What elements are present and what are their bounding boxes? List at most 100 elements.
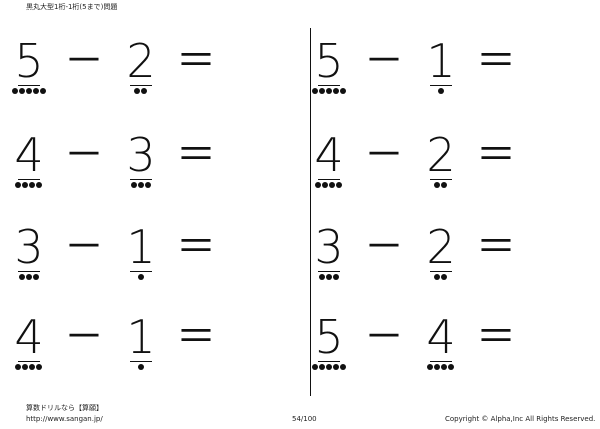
dot — [25, 274, 32, 280]
minus-sign: － — [364, 314, 404, 360]
dot — [339, 88, 346, 94]
equals-sign: ＝ — [176, 224, 216, 270]
dot — [434, 182, 440, 188]
equals-sign: ＝ — [176, 38, 216, 84]
dot — [322, 182, 328, 188]
dot — [32, 88, 39, 94]
problem-item: 3 － 1 ＝ — [12, 222, 242, 282]
copyright: Copyright © Alpha,Inc All Rights Reserve… — [445, 415, 596, 423]
dot — [15, 182, 21, 188]
dot — [311, 88, 318, 94]
minus-sign: － — [364, 132, 404, 178]
dot — [318, 274, 325, 280]
dot — [339, 364, 346, 370]
problem-item: 4 － 1 ＝ — [12, 312, 242, 372]
footer-url-link[interactable]: http://www.sangan.jp/ — [26, 415, 103, 423]
problem-item: 4 － 2 ＝ — [312, 130, 542, 190]
dot — [318, 88, 325, 94]
dot — [25, 88, 32, 94]
minus-sign: － — [364, 224, 404, 270]
column-divider — [310, 28, 311, 396]
dot — [15, 364, 21, 370]
minuend: 5 — [12, 36, 46, 86]
dot — [434, 364, 440, 370]
subtrahend: 2 — [424, 130, 458, 180]
dot — [332, 88, 339, 94]
minuend-dots — [311, 88, 346, 95]
minus-sign: － — [64, 38, 104, 84]
dot — [448, 364, 454, 370]
footer-site-name: 算数ドリルなら【算願】 — [26, 404, 103, 412]
dot — [427, 364, 433, 370]
dot — [325, 274, 332, 280]
minuend: 3 — [12, 222, 46, 272]
subtrahend: 1 — [124, 222, 158, 272]
dot — [434, 274, 440, 280]
dot — [329, 182, 335, 188]
minus-sign: － — [364, 38, 404, 84]
problem-item: 5 － 2 ＝ — [11, 36, 242, 96]
subtrahend-dots — [437, 88, 444, 95]
dot — [130, 182, 137, 188]
equals-sign: ＝ — [476, 132, 516, 178]
subtrahend-dots — [134, 88, 147, 95]
dot — [332, 274, 339, 280]
equals-sign: ＝ — [476, 224, 516, 270]
dot — [29, 182, 35, 188]
dot — [29, 364, 35, 370]
subtrahend-dots — [434, 274, 447, 281]
subtrahend-dots — [130, 182, 151, 189]
dot — [437, 88, 444, 94]
dot — [32, 274, 39, 280]
problem-item: 5－1＝ — [311, 36, 542, 96]
footer-site: 算数ドリルなら【算願】 http://www.sangan.jp/ — [26, 403, 103, 425]
minuend-dots — [15, 182, 42, 189]
dot — [36, 182, 42, 188]
problem-item: 5 － 4 ＝ — [311, 312, 542, 372]
minuend: 5 — [312, 312, 346, 362]
dot — [441, 364, 447, 370]
minuend-dots — [318, 274, 339, 281]
minus-sign: － — [64, 224, 104, 270]
dot — [137, 364, 144, 370]
subtrahend: 4 — [424, 312, 458, 362]
page-number: 54/100 — [292, 415, 317, 423]
equals-sign: ＝ — [176, 314, 216, 360]
subtrahend-dots — [137, 364, 144, 371]
subtrahend-dots — [137, 274, 144, 281]
dot — [311, 364, 318, 370]
minuend-dots — [311, 364, 346, 371]
minuend: 4 — [312, 130, 346, 180]
minuend-dots — [11, 88, 46, 95]
equals-sign: ＝ — [476, 38, 516, 84]
subtrahend: 1 — [424, 36, 458, 86]
minuend: 4 — [12, 130, 46, 180]
dot — [441, 182, 447, 188]
subtrahend: 3 — [124, 130, 158, 180]
dot — [315, 182, 321, 188]
subtrahend-dots — [427, 364, 454, 371]
problem-item: 3 － 2 ＝ — [312, 222, 542, 282]
minuend: 3 — [312, 222, 346, 272]
subtrahend: 1 — [124, 312, 158, 362]
subtrahend: 2 — [424, 222, 458, 272]
dot — [336, 182, 342, 188]
subtrahend: 2 — [124, 36, 158, 86]
dot — [144, 182, 151, 188]
dot — [325, 88, 332, 94]
dot — [11, 88, 18, 94]
dot — [141, 88, 147, 94]
minuend-dots — [15, 364, 42, 371]
dot — [332, 364, 339, 370]
worksheet-title: 黒丸大型1桁-1桁(5まで)問題 — [26, 3, 118, 11]
subtrahend-dots — [434, 182, 447, 189]
equals-sign: ＝ — [476, 314, 516, 360]
dot — [441, 274, 447, 280]
dot — [137, 274, 144, 280]
minuend-dots — [315, 182, 342, 189]
minuend-dots — [18, 274, 39, 281]
minuend: 4 — [12, 312, 46, 362]
minus-sign: － — [64, 314, 104, 360]
dot — [325, 364, 332, 370]
dot — [137, 182, 144, 188]
